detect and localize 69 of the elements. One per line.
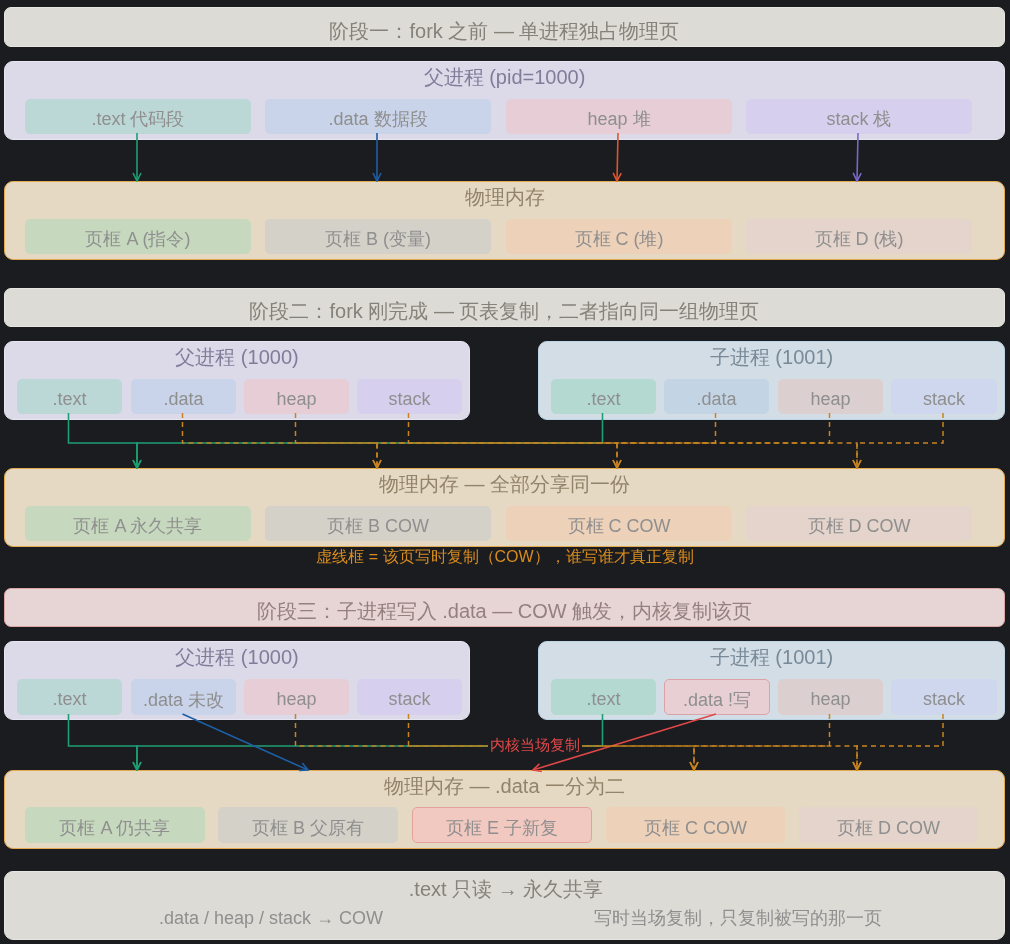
memory-segment: .text	[17, 379, 122, 414]
memory-segment: heap	[778, 379, 883, 414]
memory-segment: .data !写	[664, 679, 770, 715]
arrow	[612, 132, 622, 182]
stage-banner: 阶段三：子进程写入 .data — COW 触发，内核复制该页	[4, 588, 1005, 627]
edge-label: 内核当场复制	[488, 736, 582, 754]
page-frame: 页框 B (变量)	[265, 219, 491, 254]
memory-segment: .text	[551, 679, 656, 715]
memory-segment: stack	[891, 379, 997, 414]
memory-segment: .data 未改	[131, 679, 236, 715]
memory-segment: stack	[357, 379, 462, 414]
summary-text: .data / heap / stack → COW	[158, 907, 384, 930]
page-frame: 页框 D COW	[746, 506, 972, 541]
page-frame: 页框 A 永久共享	[25, 506, 251, 541]
stage-banner: 阶段一：fork 之前 — 单进程独占物理页	[4, 7, 1005, 47]
page-frame: 页框 C COW	[606, 807, 785, 843]
page-frame: 页框 B 父原有	[218, 807, 398, 843]
process-panel	[538, 641, 1005, 720]
memory-panel	[4, 770, 1005, 849]
process-panel	[538, 341, 1005, 420]
note-text: 虚线框 = 该页写时复制（COW），谁写谁才真正复制	[316, 547, 694, 567]
dashed-arrow	[372, 412, 717, 469]
memory-panel	[4, 181, 1005, 260]
panel-title: 物理内存	[464, 185, 545, 210]
memory-segment: .text 代码段	[25, 99, 251, 134]
memory-segment: stack 栈	[746, 99, 972, 134]
dashed-arrow	[689, 713, 831, 771]
memory-segment: .text	[551, 379, 656, 414]
process-panel	[4, 641, 470, 720]
panel-title: 物理内存 — 全部分享同一份	[378, 472, 631, 497]
memory-segment: .text	[17, 679, 122, 715]
panel-title: 子进程 (1001)	[709, 645, 834, 670]
memory-segment: stack	[357, 679, 462, 715]
panel-title: 父进程 (1000)	[175, 645, 299, 670]
process-panel	[4, 61, 1005, 140]
dashed-arrow	[852, 412, 944, 469]
dashed-arrow	[852, 713, 944, 771]
summary-text: 写时当场复制，只复制被写的那一页	[594, 907, 882, 930]
memory-segment: .data 数据段	[265, 99, 491, 134]
arrow	[532, 713, 717, 773]
memory-segment: stack	[891, 679, 997, 715]
page-frame: 页框 A 仍共享	[25, 807, 205, 843]
memory-segment: .data	[131, 379, 236, 414]
arrow	[181, 713, 309, 772]
memory-segment: heap	[778, 679, 883, 715]
page-frame: 页框 C COW	[506, 506, 732, 541]
dashed-arrow	[612, 412, 831, 469]
page-frame: 页框 B COW	[265, 506, 491, 541]
arrow	[372, 132, 382, 182]
panel-title: 父进程 (pid=1000)	[423, 65, 586, 90]
stage-banner: 阶段二：fork 刚完成 — 页表复制，二者指向同一组物理页	[4, 288, 1005, 327]
process-panel	[4, 341, 470, 420]
arrow	[132, 132, 142, 182]
memory-segment: heap	[244, 679, 349, 715]
page-frame: 页框 D COW	[799, 807, 978, 843]
page-frame: 页框 C (堆)	[506, 219, 732, 254]
page-frame: 页框 A (指令)	[25, 219, 251, 254]
summary-title: .text 只读 → 永久共享	[408, 877, 604, 901]
panel-title: 物理内存 — .data 一分为二	[383, 774, 626, 799]
memory-segment: heap	[244, 379, 349, 414]
page-frame: 页框 E 子新复	[412, 807, 592, 843]
memory-panel	[4, 468, 1005, 547]
arrow	[852, 132, 862, 182]
memory-segment: .data	[664, 379, 769, 414]
panel-title: 子进程 (1001)	[709, 345, 834, 370]
memory-segment: heap 堆	[506, 99, 732, 134]
page-frame: 页框 D (栈)	[746, 219, 972, 254]
summary-panel	[4, 871, 1005, 940]
panel-title: 父进程 (1000)	[175, 345, 299, 370]
